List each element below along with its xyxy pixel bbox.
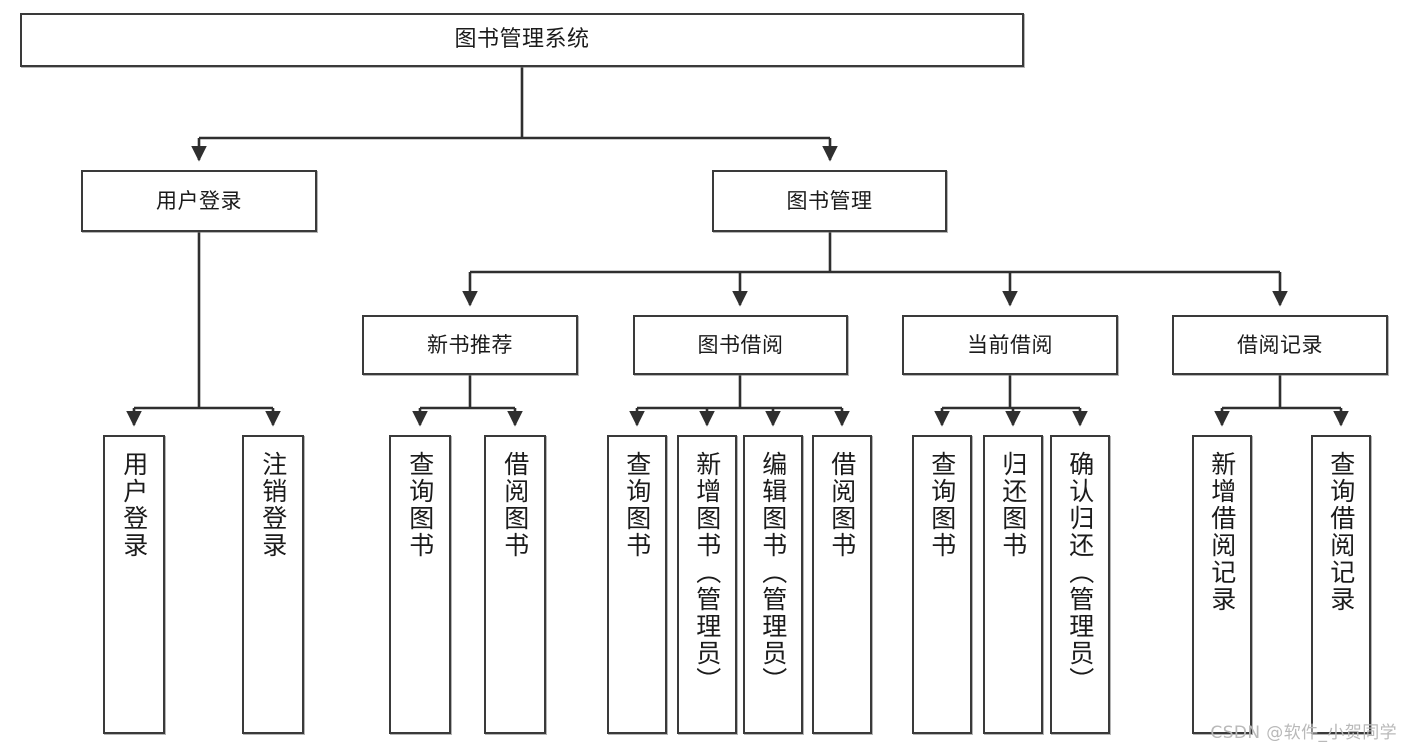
node-label: 查询图书 xyxy=(927,451,957,559)
node-label: 借阅图书 xyxy=(500,451,530,559)
node-label: 借阅图书 xyxy=(827,451,857,559)
node-label: 用户登录 xyxy=(156,188,242,213)
node-leaf-confirm-return[interactable]: 确认归还（管理员） xyxy=(1050,435,1110,734)
node-leaf-borrow-book-2[interactable]: 借阅图书 xyxy=(812,435,872,734)
node-user-login[interactable]: 用户登录 xyxy=(81,170,317,232)
node-label: 当前借阅 xyxy=(967,332,1053,357)
node-leaf-query-book-1[interactable]: 查询图书 xyxy=(389,435,451,734)
node-book-borrow[interactable]: 图书借阅 xyxy=(633,315,848,375)
node-leaf-edit-book[interactable]: 编辑图书（管理员） xyxy=(743,435,803,734)
node-label: 查询图书 xyxy=(405,451,435,559)
node-label: 图书借阅 xyxy=(697,332,784,357)
node-leaf-add-book[interactable]: 新增图书（管理员） xyxy=(677,435,737,734)
node-label: 编辑图书（管理员） xyxy=(758,451,788,694)
node-leaf-user-login[interactable]: 用户登录 xyxy=(103,435,165,734)
node-borrow-record[interactable]: 借阅记录 xyxy=(1172,315,1388,375)
node-label: 借阅记录 xyxy=(1237,332,1323,357)
node-leaf-query-book-3[interactable]: 查询图书 xyxy=(912,435,972,734)
node-leaf-borrow-book-1[interactable]: 借阅图书 xyxy=(484,435,546,734)
node-label: 归还图书 xyxy=(998,451,1028,559)
node-label: 新书推荐 xyxy=(427,332,513,357)
node-leaf-query-borrow-record[interactable]: 查询借阅记录 xyxy=(1311,435,1371,734)
node-label: 查询图书 xyxy=(622,451,652,559)
node-label: 用户登录 xyxy=(119,451,149,559)
node-book-manage[interactable]: 图书管理 xyxy=(712,170,947,232)
node-label: 查询借阅记录 xyxy=(1326,451,1356,613)
node-leaf-return-book[interactable]: 归还图书 xyxy=(983,435,1043,734)
node-label: 图书管理 xyxy=(786,188,873,213)
node-label: 注销登录 xyxy=(258,451,288,559)
node-current-borrow[interactable]: 当前借阅 xyxy=(902,315,1118,375)
node-label: 确认归还（管理员） xyxy=(1065,451,1095,694)
watermark: CSDN @软件_小贺同学 xyxy=(1210,723,1397,743)
node-leaf-logout[interactable]: 注销登录 xyxy=(242,435,304,734)
node-label: 图书管理系统 xyxy=(454,27,590,53)
node-root[interactable]: 图书管理系统 xyxy=(20,13,1024,67)
node-leaf-query-book-2[interactable]: 查询图书 xyxy=(607,435,667,734)
node-leaf-add-borrow-record[interactable]: 新增借阅记录 xyxy=(1192,435,1252,734)
node-new-book-recommend[interactable]: 新书推荐 xyxy=(362,315,578,375)
node-label: 新增图书（管理员） xyxy=(692,451,722,694)
node-label: 新增借阅记录 xyxy=(1207,451,1237,613)
